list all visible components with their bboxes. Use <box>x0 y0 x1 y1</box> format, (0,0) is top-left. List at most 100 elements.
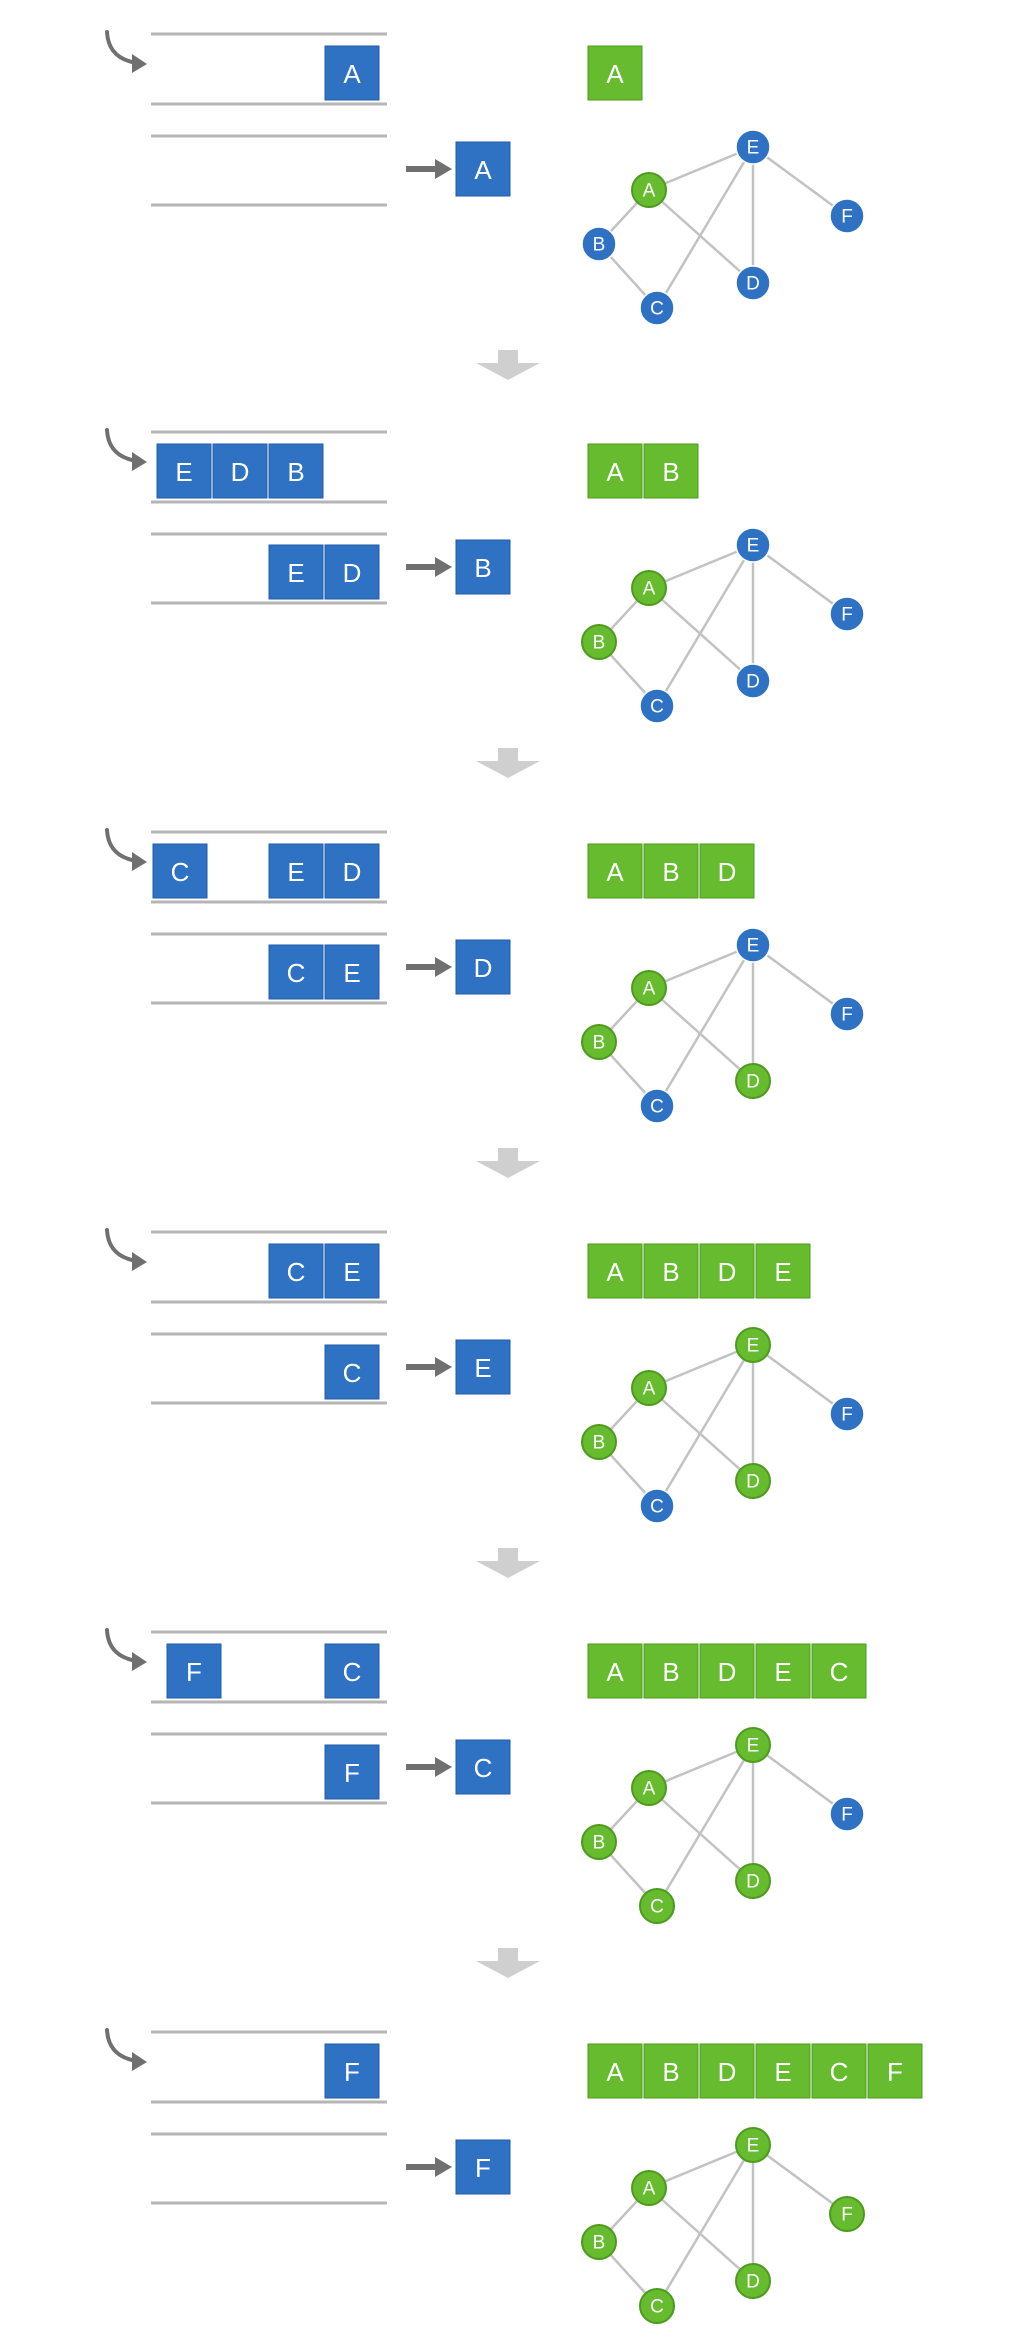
visited-box-label: D <box>718 2057 737 2087</box>
dequeued-box: E <box>455 1339 511 1395</box>
graph-node-circle <box>631 970 667 1006</box>
queue-box-label: E <box>287 857 304 887</box>
visited-box-label: A <box>606 1257 624 1287</box>
visited-box-rect <box>755 2043 811 2099</box>
graph-node-label: B <box>593 1833 606 1854</box>
graph-node-E: E <box>735 1327 771 1363</box>
dequeued-box-rect <box>455 141 511 197</box>
dequeued-box-rect <box>455 939 511 995</box>
graph-node-label: E <box>747 1736 760 1757</box>
down-arrow-shaft <box>498 1148 518 1161</box>
graph-edge-A-E <box>648 145 754 192</box>
graph-node-D: D <box>735 2263 771 2299</box>
queue-box: D <box>212 443 268 499</box>
queue-box: F <box>324 1744 380 1800</box>
graph-edge-A-E <box>648 1343 754 1390</box>
queue-box-label: F <box>344 2057 360 2087</box>
visited-box-rect <box>643 1643 699 1699</box>
graph-node-circle <box>639 2288 675 2324</box>
graph-edge-C-E <box>655 944 755 1107</box>
graph-node-label: C <box>650 1097 664 1118</box>
step-transition-arrow-icon <box>476 748 540 778</box>
graph-node-label: A <box>643 1379 656 1400</box>
graph-node-B: B <box>581 624 617 660</box>
queue-box: C <box>324 1344 380 1400</box>
queue-box-rect <box>324 843 380 899</box>
graph-node-label: B <box>593 1033 606 1054</box>
dequeue-arrowhead-icon <box>435 957 452 977</box>
visited-box: D <box>699 2043 755 2099</box>
graph-node-E: E <box>735 527 771 563</box>
graph-edge-E-F <box>752 145 848 218</box>
graph-node-label: C <box>650 299 664 320</box>
dequeue-arrowhead-icon <box>435 557 452 577</box>
graph-node-circle <box>735 527 771 563</box>
enqueue-arrowhead-icon <box>132 1652 147 1671</box>
graph-node-label: D <box>746 672 760 693</box>
queue-box-label: E <box>175 457 192 487</box>
graph-node-label: B <box>593 633 606 654</box>
visited-box: B <box>643 2043 699 2099</box>
visited-box: B <box>643 443 699 499</box>
graph-node-F: F <box>829 2196 865 2232</box>
visited-box-label: A <box>606 1657 624 1687</box>
visited-box: C <box>811 2043 867 2099</box>
graph-node-label: C <box>650 1497 664 1518</box>
step-transition-arrow-icon <box>476 1148 540 1178</box>
visited-box: A <box>587 1243 643 1299</box>
graph-edges <box>598 943 848 1107</box>
graph-node-E: E <box>735 1727 771 1763</box>
graph-node-label: F <box>841 207 853 228</box>
visited-box-rect <box>587 1643 643 1699</box>
visited-box-label: B <box>662 457 679 487</box>
graph-node-A: A <box>631 970 667 1006</box>
down-arrow-shaft <box>498 1948 518 1961</box>
queue-box-rect <box>156 443 212 499</box>
queue-box-rect <box>268 1243 324 1299</box>
graph-node-circle <box>829 1396 865 1432</box>
graph-node-circle <box>735 927 771 963</box>
visited-box: A <box>587 843 643 899</box>
graph-node-circle <box>631 2170 667 2206</box>
graph-node-label: F <box>841 1005 853 1026</box>
graph-node-A: A <box>631 2170 667 2206</box>
visited-box-rect <box>587 2043 643 2099</box>
dequeued-box: D <box>455 939 511 995</box>
queue-box-label: E <box>343 958 360 988</box>
queue-box: E <box>268 843 324 899</box>
visited-box-rect <box>643 2043 699 2099</box>
graph-node-circle <box>639 1088 675 1124</box>
visited-box-rect <box>587 45 643 101</box>
graph-edge-E-F <box>752 943 848 1016</box>
visited-box-label: B <box>662 857 679 887</box>
queue-box-rect <box>324 1643 380 1699</box>
graph-node-circle <box>735 129 771 165</box>
graph-node-circle <box>735 1727 771 1763</box>
visited-box: B <box>643 843 699 899</box>
graph-edge-C-E <box>655 2144 755 2307</box>
queue-box-rect <box>268 843 324 899</box>
visited-box-rect <box>811 2043 867 2099</box>
graph-node-label: D <box>746 2272 760 2293</box>
graph-node-label: E <box>747 936 760 957</box>
graph-edges <box>598 1743 848 1907</box>
visited-box-label: E <box>774 2057 791 2087</box>
visited-box-label: B <box>662 2057 679 2087</box>
queue-box-rect <box>324 1243 380 1299</box>
graph-node-label: C <box>650 697 664 718</box>
queue-box-label: F <box>186 1657 202 1687</box>
graph-node-label: E <box>747 1336 760 1357</box>
visited-box: A <box>587 2043 643 2099</box>
enqueue-arrowhead-icon <box>132 852 147 871</box>
graph-edge-C-E <box>655 146 755 309</box>
visited-box: E <box>755 1643 811 1699</box>
graph-node-label: B <box>593 235 606 256</box>
visited-box-label: B <box>662 1257 679 1287</box>
graph-node-circle <box>829 596 865 632</box>
step-transition-arrow-icon <box>476 350 540 380</box>
graph-node-D: D <box>735 1063 771 1099</box>
graph-node-circle <box>581 2224 617 2260</box>
